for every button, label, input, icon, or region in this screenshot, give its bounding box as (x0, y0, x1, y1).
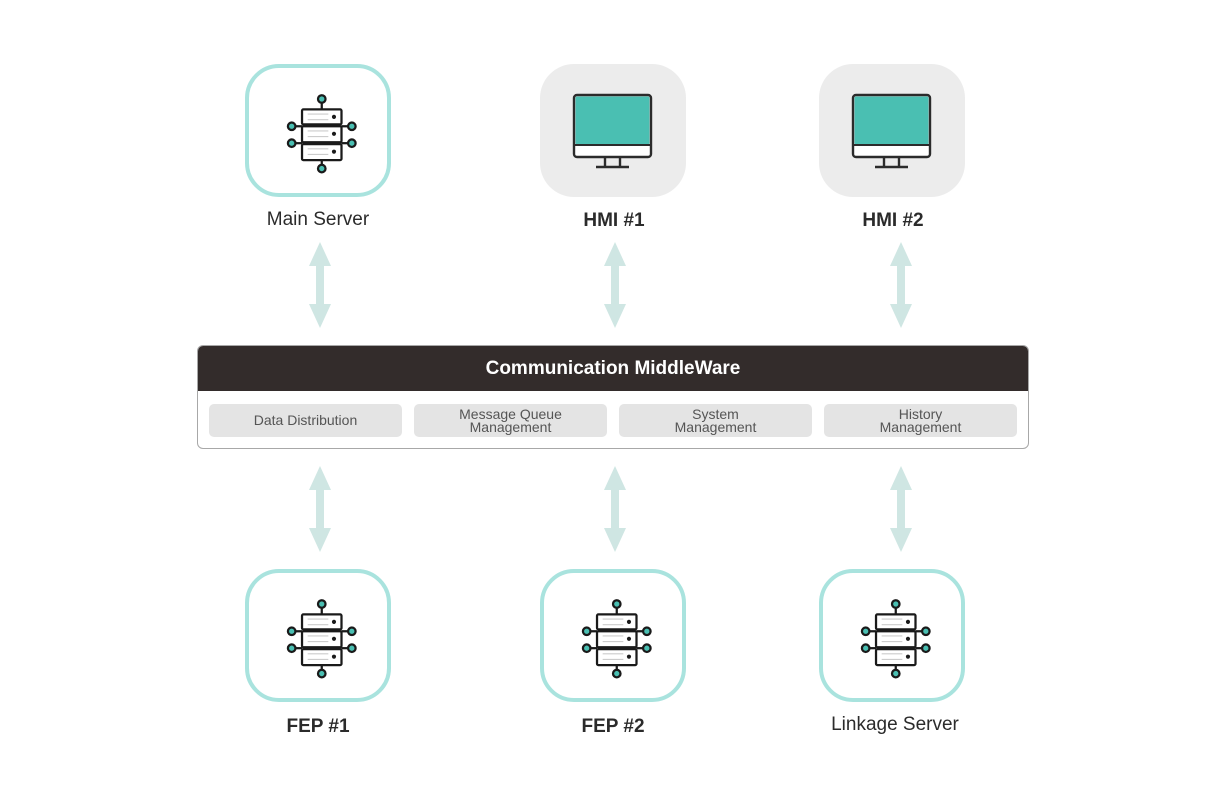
double-arrow-icon (309, 466, 331, 552)
fep-1-label: FEP #1 (286, 716, 350, 737)
module-history-management: History Management (824, 404, 1017, 437)
hmi-1-node (540, 64, 686, 197)
double-arrow-icon (604, 466, 626, 552)
module-data-distribution: Data Distribution (209, 404, 402, 437)
communication-middleware: Communication MiddleWare Data Distributi… (197, 345, 1029, 449)
linkage-server-node (819, 569, 965, 702)
double-arrow-icon (604, 242, 626, 328)
module-message-queue-management: Message Queue Management (414, 404, 607, 437)
main-server-node (245, 64, 391, 197)
middleware-title: Communication MiddleWare (198, 346, 1028, 391)
hmi-1-label: HMI #1 (583, 210, 645, 231)
server-rack-icon (860, 599, 931, 679)
monitor-icon (572, 93, 653, 169)
server-rack-icon (286, 94, 357, 174)
linkage-server-label: Linkage Server (831, 714, 959, 735)
module-system-management: System Management (619, 404, 812, 437)
hmi-2-label: HMI #2 (862, 210, 924, 231)
fep-2-node (540, 569, 686, 702)
fep-2-label: FEP #2 (581, 716, 645, 737)
main-server-label: Main Server (266, 209, 370, 230)
double-arrow-icon (890, 466, 912, 552)
server-rack-icon (581, 599, 652, 679)
hmi-2-node (819, 64, 965, 197)
double-arrow-icon (309, 242, 331, 328)
monitor-icon (851, 93, 932, 169)
fep-1-node (245, 569, 391, 702)
double-arrow-icon (890, 242, 912, 328)
server-rack-icon (286, 599, 357, 679)
